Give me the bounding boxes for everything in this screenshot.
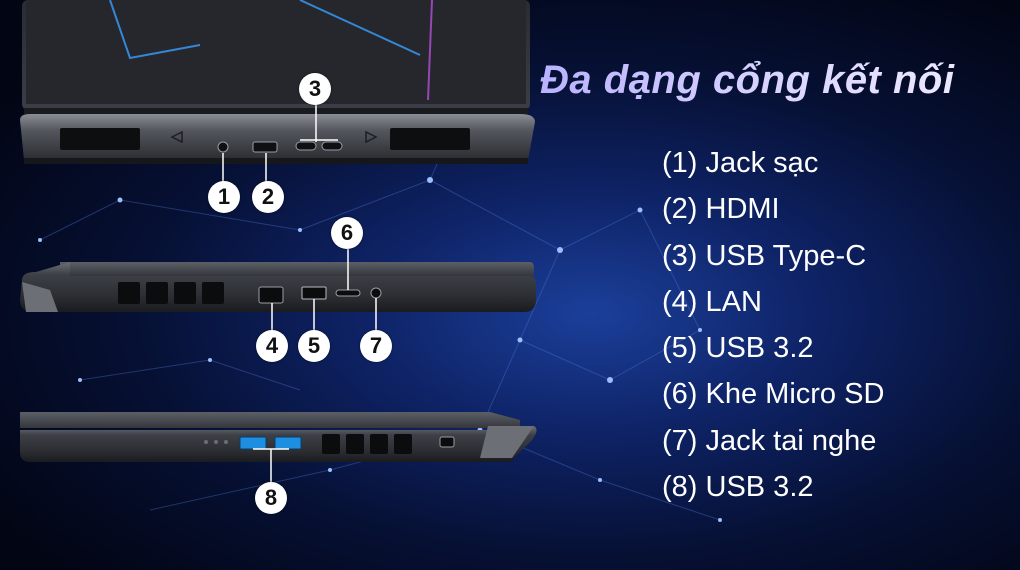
badge-6: 6: [331, 217, 363, 249]
microsd-slot: [335, 289, 361, 297]
infographic-title: Đa dạng cổng kết nối: [540, 58, 1010, 103]
kensington-lock-slot: [439, 436, 455, 448]
vent-right: [390, 128, 470, 150]
badge-4: 4: [256, 330, 288, 362]
badge-8: 8: [255, 482, 287, 514]
port-item-micro-sd: (6) Khe Micro SD: [662, 378, 885, 411]
port-list: (1) Jack sạc (2) HDMI (3) USB Type-C (4)…: [662, 140, 884, 510]
usb-a-port-left: [301, 286, 327, 300]
laptop-left-side-view: [20, 249, 536, 332]
badge-3: 3: [299, 73, 331, 105]
lid-edge: [60, 262, 534, 276]
lan-port: [258, 286, 284, 304]
port-item-dc-jack: (1) Jack sạc: [662, 147, 819, 179]
usb-c-port-2: [321, 141, 343, 151]
laptop-rear-view: [20, 0, 535, 183]
port-item-usb-3-2-left: (5) USB 3.2: [662, 332, 814, 365]
port-item-usb-type-c: (3) USB Type-C: [662, 239, 867, 272]
hdmi-port: [252, 141, 278, 153]
headphone-jack: [370, 287, 382, 299]
usb-a-port-right-1: [239, 436, 267, 450]
usb-c-port: [295, 141, 317, 151]
badge-7: 7: [360, 330, 392, 362]
port-item-hdmi: (2) HDMI: [662, 193, 780, 226]
lid-edge-right: [20, 412, 520, 428]
vent-left: [60, 128, 140, 150]
badge-2: 2: [252, 181, 284, 213]
laptop-right-side-view: [20, 412, 537, 482]
badge-1: 1: [208, 181, 240, 213]
usb-a-port-right-2: [274, 436, 302, 450]
port-item-usb-3-2-right: (8) USB 3.2: [662, 471, 814, 504]
dc-jack-port: [217, 141, 229, 153]
badge-5: 5: [298, 330, 330, 362]
port-item-headphone-jack: (7) Jack tai nghe: [662, 424, 877, 457]
port-item-lan: (4) LAN: [662, 285, 762, 318]
